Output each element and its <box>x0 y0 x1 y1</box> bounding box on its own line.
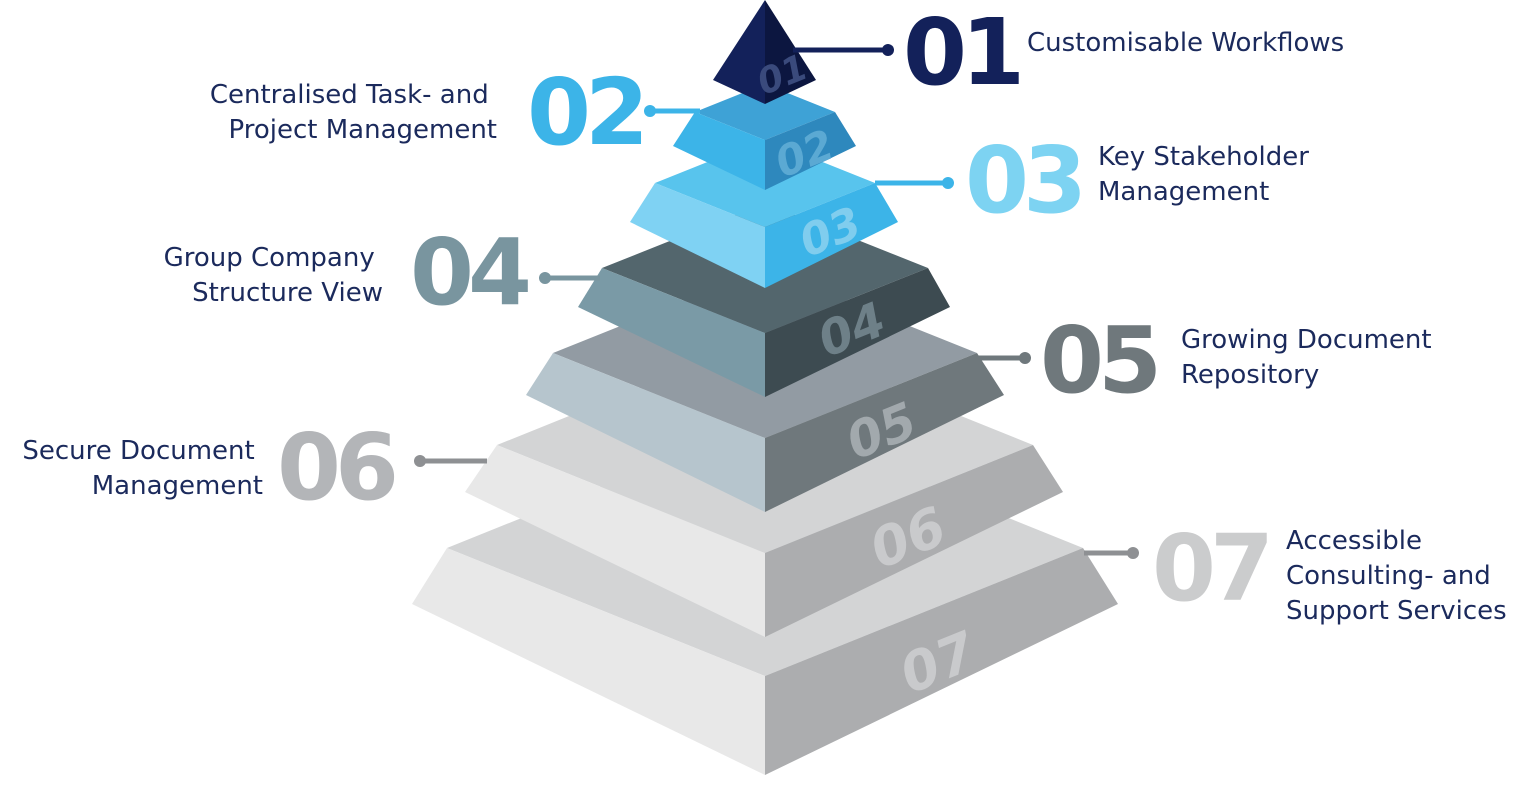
connector-03 <box>875 177 954 189</box>
step-label-05: Growing Document Repository <box>1181 325 1440 390</box>
layer-05-left <box>526 353 765 512</box>
step-label-06: Secure Document Management <box>22 436 263 501</box>
step-label-02: Centralised Task- and Project Management <box>210 80 497 145</box>
layer-07-right <box>765 548 1118 775</box>
step-label-01: Customisable Workflows <box>1027 28 1344 58</box>
step-number-03: 03 <box>965 127 1081 234</box>
connector-07 <box>1084 547 1139 559</box>
layer-03-right <box>765 183 898 288</box>
connector-06 <box>414 455 487 467</box>
step-number-07: 07 <box>1152 515 1268 622</box>
layer-06-left <box>465 445 765 637</box>
layer-01-right <box>765 0 816 104</box>
step-label-03: Key Stakeholder Management <box>1098 142 1317 207</box>
step-number-05: 05 <box>1040 307 1156 414</box>
layer-04-right <box>765 268 950 397</box>
step-label-04: Group Company Structure View <box>164 243 383 308</box>
layer-02-left <box>673 112 765 190</box>
layer-02-right <box>765 112 856 190</box>
connector-01 <box>793 44 894 56</box>
pyramid-layer-02: 02 <box>673 84 856 190</box>
pyramid-layer-01: 01 <box>713 0 816 104</box>
step-number-01: 01 <box>903 0 1019 106</box>
step-number-02: 02 <box>527 59 643 166</box>
layer-03-left <box>630 183 765 288</box>
connector-04 <box>539 272 600 284</box>
layer-06-right <box>765 445 1063 637</box>
layer-04-left <box>578 268 765 397</box>
step-number-04: 04 <box>410 219 528 326</box>
connector-02 <box>644 105 700 117</box>
connector-05 <box>978 352 1031 364</box>
layer-01-left <box>713 0 765 104</box>
step-number-06: 06 <box>277 414 395 521</box>
layer-07-left <box>412 548 765 775</box>
step-label-07: Accessible Consulting- and Support Servi… <box>1286 526 1507 626</box>
layer-05-right <box>765 353 1004 512</box>
